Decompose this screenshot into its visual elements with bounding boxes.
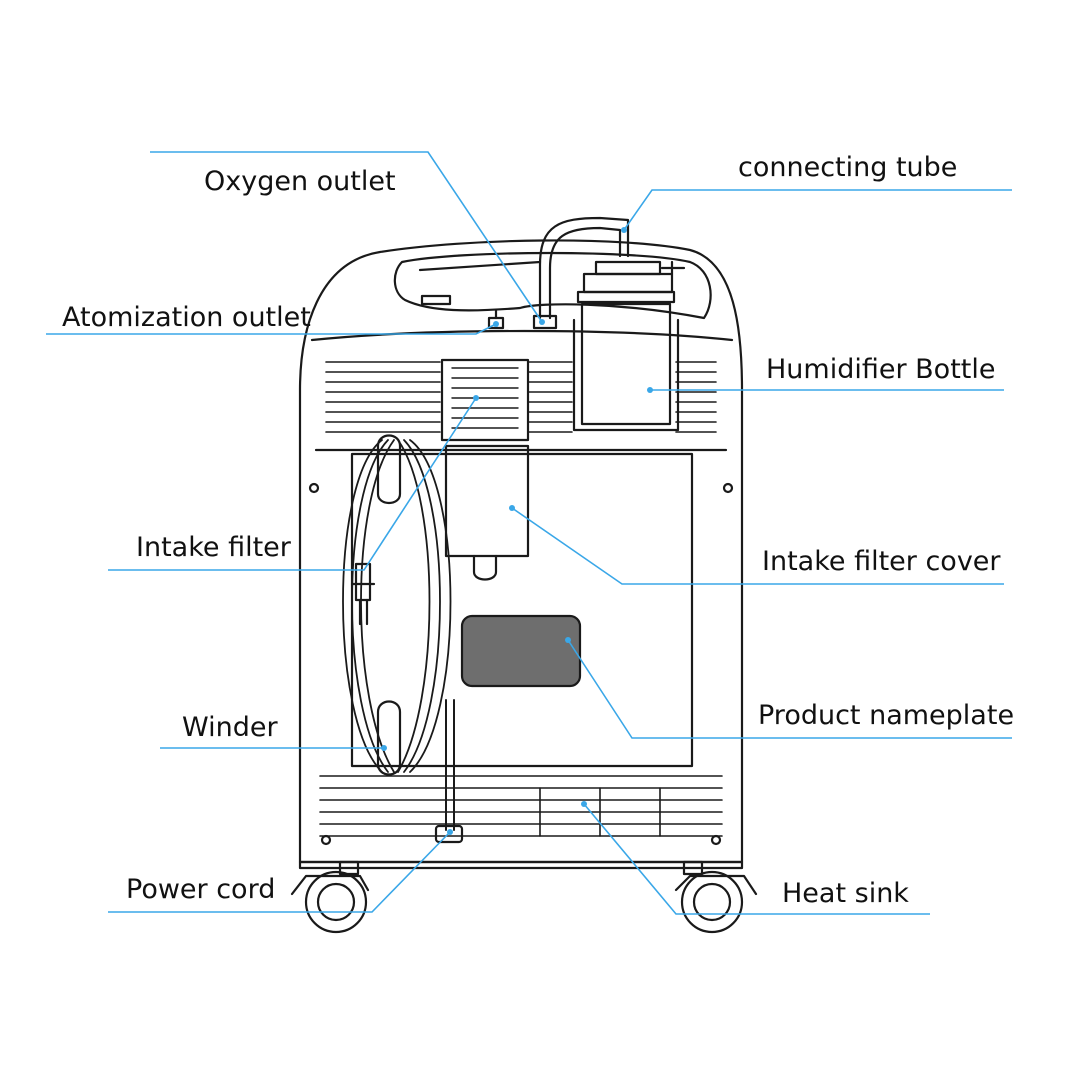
winder <box>376 434 402 776</box>
label-humidifier-bottle: Humidifier Bottle <box>766 354 996 385</box>
heat-sink-grille <box>319 775 723 837</box>
top-handle-recess <box>393 251 712 320</box>
label-intake-filter-cover: Intake filter cover <box>762 546 1001 577</box>
leader-heat-sink <box>583 803 930 915</box>
intake-filter-panel <box>440 358 530 442</box>
connecting-tube <box>538 216 630 320</box>
label-product-nameplate: Product nameplate <box>758 700 1015 731</box>
lower-panel <box>350 452 694 768</box>
label-winder: Winder <box>182 712 278 743</box>
power-cord-coils <box>342 439 452 773</box>
humidifier-bottle <box>572 260 686 432</box>
device-body <box>298 239 744 864</box>
atomization-outlet-knob-panel <box>420 294 452 306</box>
product-nameplate <box>460 614 582 688</box>
power-plug <box>350 562 376 626</box>
leader-lines <box>46 151 1012 915</box>
label-power-cord: Power cord <box>126 874 276 905</box>
leader-power-cord <box>108 831 451 913</box>
oxygen-outlet-port <box>532 314 558 330</box>
label-connecting-tube: connecting tube <box>738 152 958 183</box>
label-atomization-outlet: Atomization outlet <box>62 302 311 333</box>
leader-product-nameplate <box>567 639 1012 739</box>
power-cord-socket <box>434 824 464 844</box>
leader-connecting-tube <box>623 189 1012 231</box>
intake-filter-cover <box>444 444 530 558</box>
label-oxygen-outlet: Oxygen outlet <box>204 166 396 197</box>
leader-atomization-outlet <box>46 323 497 335</box>
leader-intake-filter <box>108 397 477 571</box>
upper-vent-right <box>527 361 717 433</box>
right-caster <box>674 860 758 934</box>
leader-oxygen-outlet <box>150 151 543 323</box>
leader-intake-filter-cover <box>511 507 1004 585</box>
label-intake-filter: Intake filter <box>136 532 291 563</box>
upper-vent-left <box>325 361 441 433</box>
left-caster <box>290 860 370 934</box>
label-heat-sink: Heat sink <box>782 878 909 909</box>
